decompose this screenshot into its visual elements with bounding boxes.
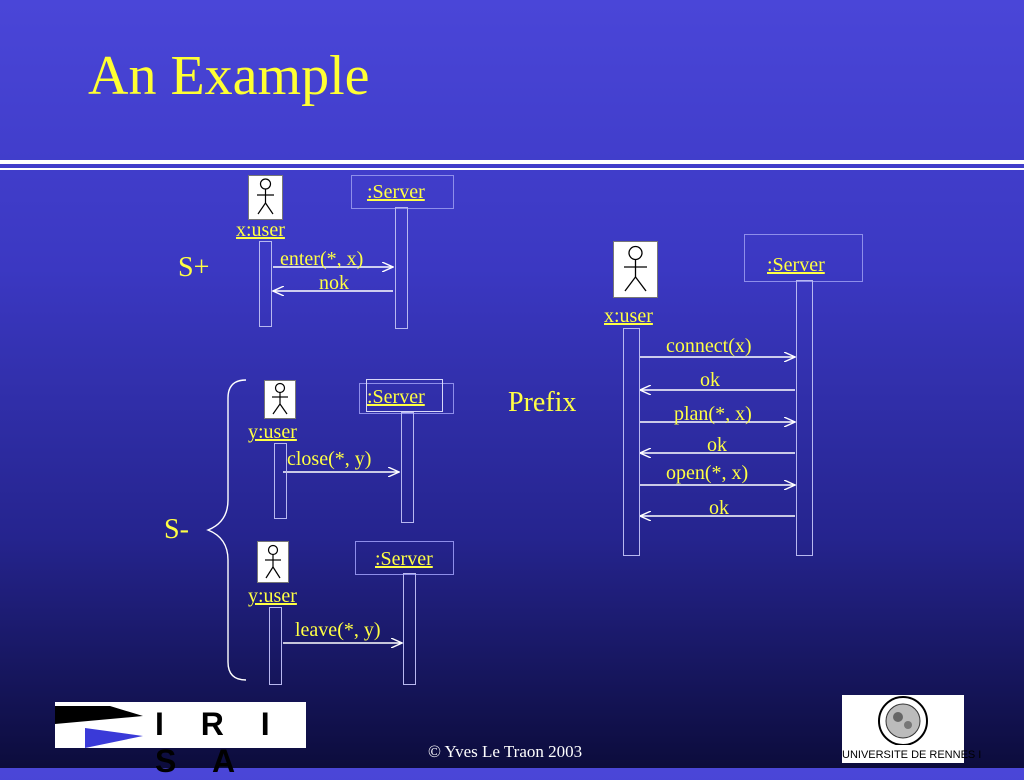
rennes-logo-text: UNIVERSITE DE RENNES I [842, 749, 982, 761]
splus-actor-icon [248, 175, 283, 220]
prefix-actor-lifeline [623, 328, 640, 556]
footer-copyright: © Yves Le Traon 2003 [428, 742, 583, 761]
prefix-server-label: :Server [767, 254, 825, 276]
title-divider [0, 160, 1024, 164]
sminus1-server-box [359, 383, 454, 414]
page-title: An Example [88, 45, 370, 107]
splus-actor-lifeline [259, 241, 272, 327]
title-divider-thin [0, 168, 1024, 170]
splus-server-lifeline [395, 207, 408, 329]
prefix-label: Prefix [508, 387, 577, 418]
prefix-server-lifeline [796, 280, 813, 556]
prefix-msg-ok-1: ok [700, 369, 720, 391]
sminus1-server-lifeline [401, 412, 414, 523]
prefix-actor-icon [613, 241, 658, 298]
prefix-actor-label: x:user [604, 305, 653, 327]
prefix-msg-ok-2: ok [707, 434, 727, 456]
splus-server-box [351, 175, 454, 209]
sminus1-msg-close: close(*, y) [287, 448, 372, 470]
irisa-swoosh-icon [55, 706, 143, 748]
s-plus-label: S+ [178, 252, 210, 283]
rennes-university-logo: UNIVERSITE DE RENNES I [842, 695, 982, 763]
sminus2-msg-leave: leave(*, y) [295, 619, 381, 641]
splus-server-label: :Server [367, 181, 425, 203]
splus-actor-label: x:user [236, 219, 285, 241]
splus-msg-enter: enter(*, x) [280, 248, 364, 270]
sminus1-server-label: :Server [367, 386, 425, 408]
prefix-msg-ok-3: ok [709, 497, 729, 519]
sminus2-server-lifeline [403, 573, 416, 685]
prefix-server-box [744, 234, 863, 282]
sminus2-actor-label: y:user [248, 585, 297, 607]
irisa-logo-text: I R I S A [155, 706, 284, 779]
sminus-brace [206, 379, 247, 681]
university-seal-icon [878, 696, 928, 745]
prefix-msg-plan: plan(*, x) [674, 403, 752, 425]
sminus1-actor-label: y:user [248, 421, 297, 443]
s-minus-label: S- [164, 514, 189, 545]
prefix-msg-connect: connect(x) [666, 335, 752, 357]
sminus2-actor-lifeline [269, 607, 282, 685]
irisa-logo: I R I S A [55, 702, 306, 779]
sminus2-server-box [355, 541, 454, 575]
sminus1-server-inner-box [366, 379, 443, 412]
sminus2-actor-icon [257, 541, 289, 583]
sminus1-actor-lifeline [274, 443, 287, 519]
splus-msg-nok: nok [319, 272, 349, 294]
sminus2-server-label: :Server [375, 548, 433, 570]
prefix-msg-open: open(*, x) [666, 462, 749, 484]
sminus1-actor-icon [264, 380, 296, 419]
